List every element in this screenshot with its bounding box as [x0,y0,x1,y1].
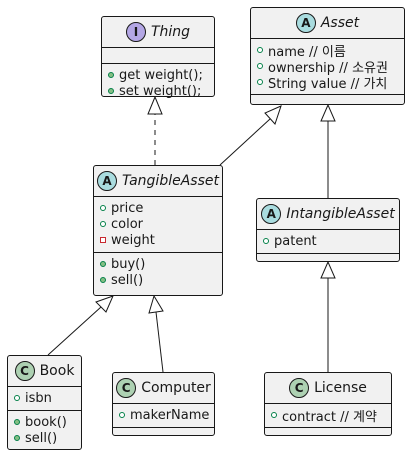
methods-section: get weight(); set weight(); [102,63,214,103]
fields-section: name // 이름 ownership // 소유권 String value… [251,38,404,94]
public-field-icon [271,412,277,418]
fields-section: price color weight [94,196,222,252]
fields-section [102,47,214,63]
methods-section: buy() sell() [94,252,222,292]
class-badge-icon: C [116,378,137,398]
public-method-icon [100,277,106,283]
public-field-icon [100,205,106,211]
field-row: name // 이름 [251,42,404,60]
field-row: price [94,200,222,216]
class-thing[interactable]: I Thing get weight(); set weight(); [101,16,215,99]
fields-section: isbn [8,386,81,410]
method-row: get weight(); [102,67,214,83]
abstract-badge-icon: A [261,204,282,224]
class-badge-icon: C [14,361,35,381]
class-computer[interactable]: C Computer makerName [112,372,215,436]
class-header: A TangibleAsset [94,166,222,196]
method-row: sell() [8,430,81,446]
class-name: Computer [141,380,211,396]
methods-section [265,427,391,443]
edge-tangible-asset [219,118,271,166]
public-method-icon [108,72,114,78]
methods-section [113,427,214,443]
public-field-icon [257,63,263,69]
class-header: C Book [8,356,81,386]
public-method-icon [14,435,20,441]
fields-section: patent [257,229,399,253]
class-name: IntangibleAsset [286,206,395,222]
arrow-book-tangible [95,295,114,313]
public-method-icon [100,261,106,267]
public-field-icon [257,79,263,85]
arrow-tangible-asset [264,105,282,125]
class-book[interactable]: C Book isbn book() sell() [7,355,82,450]
abstract-badge-icon: A [295,13,316,33]
class-intangible-asset[interactable]: A IntangibleAsset patent [256,198,400,262]
field-row: patent [257,233,399,249]
method-row: sell() [94,272,222,288]
fields-section: contract // 계약 [265,403,391,427]
field-row: isbn [8,390,81,406]
field-row: ownership // 소유권 [251,58,404,76]
interface-badge-icon: I [125,22,146,42]
public-field-icon [263,238,269,244]
field-row: contract // 계약 [265,407,391,425]
class-header: A Asset [251,8,404,38]
field-row: weight [94,232,222,248]
class-asset[interactable]: A Asset name // 이름 ownership // 소유권 Stri… [250,7,405,105]
arrow-computer-tangible [148,294,164,314]
public-field-icon [14,395,20,401]
class-name: License [314,380,367,396]
public-field-icon [100,221,106,227]
private-field-icon [100,237,106,243]
arrow-tangible-thing [147,95,163,115]
field-row: color [94,216,222,232]
class-header: C License [265,373,391,403]
method-row: book() [8,414,81,430]
field-row: String value // 가치 [251,74,404,92]
class-tangible-asset[interactable]: A TangibleAsset price color weight buy()… [93,165,223,296]
arrow-intangible-asset [320,103,336,122]
arrow-license-intangible [320,260,336,279]
fields-section: makerName [113,403,214,427]
class-badge-icon: C [289,378,310,398]
class-header: I Thing [102,17,214,47]
edge-book-tangible [47,306,102,356]
public-field-icon [119,412,125,418]
methods-section [251,94,404,110]
class-license[interactable]: C License contract // 계약 [264,372,392,436]
class-header: C Computer [113,373,214,403]
public-method-icon [108,88,114,94]
edge-computer-tangible [155,311,164,373]
method-row: set weight(); [102,83,214,99]
method-row: buy() [94,256,222,272]
class-name: TangibleAsset [122,173,219,189]
methods-section [257,253,399,269]
methods-section: book() sell() [8,410,81,450]
abstract-badge-icon: A [97,171,118,191]
class-header: A IntangibleAsset [257,199,399,229]
class-name: Book [39,363,75,379]
public-field-icon [257,47,263,53]
class-name: Asset [320,15,360,31]
field-row: makerName [113,407,214,423]
public-method-icon [14,419,20,425]
class-name: Thing [150,24,191,40]
